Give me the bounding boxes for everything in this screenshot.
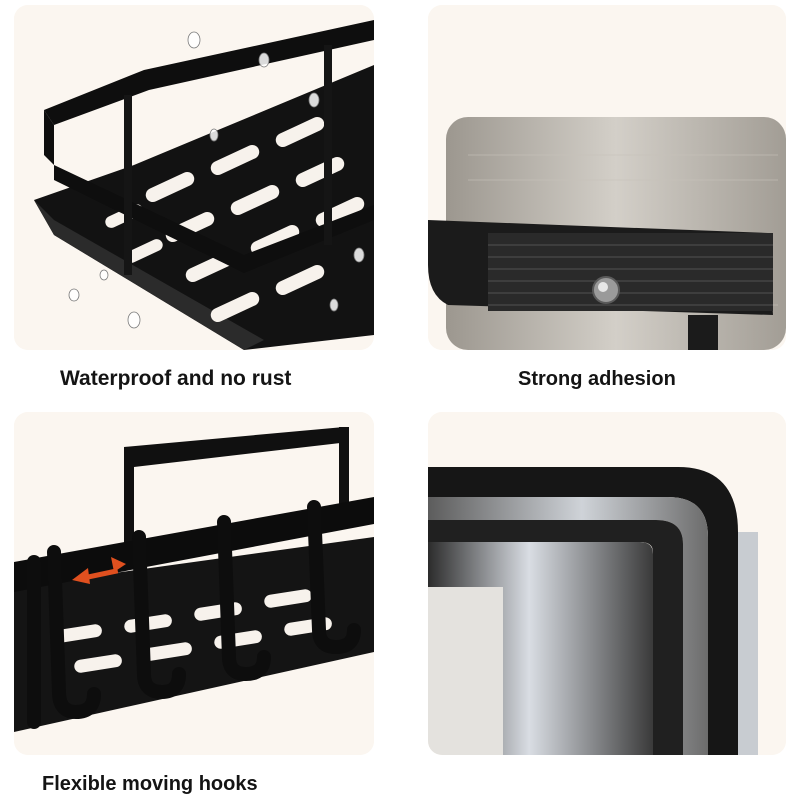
caption-hooks: Flexible moving hooks: [42, 773, 258, 795]
metal-profile-layers-image: [428, 412, 786, 755]
caption-adhesion: Strong adhesion: [518, 368, 676, 390]
caption-waterproof: Waterproof and no rust: [60, 367, 292, 390]
feature-panel-adhesion: [428, 5, 786, 350]
feature-panel-waterproof: [14, 5, 374, 350]
feature-panel-metal-profile: [428, 412, 786, 755]
shelf-with-hooks-image: [14, 412, 374, 755]
feature-panel-hooks: [14, 412, 374, 755]
adhesive-mount-bracket-image: [428, 5, 786, 350]
shelf-water-droplets-image: [14, 5, 374, 350]
